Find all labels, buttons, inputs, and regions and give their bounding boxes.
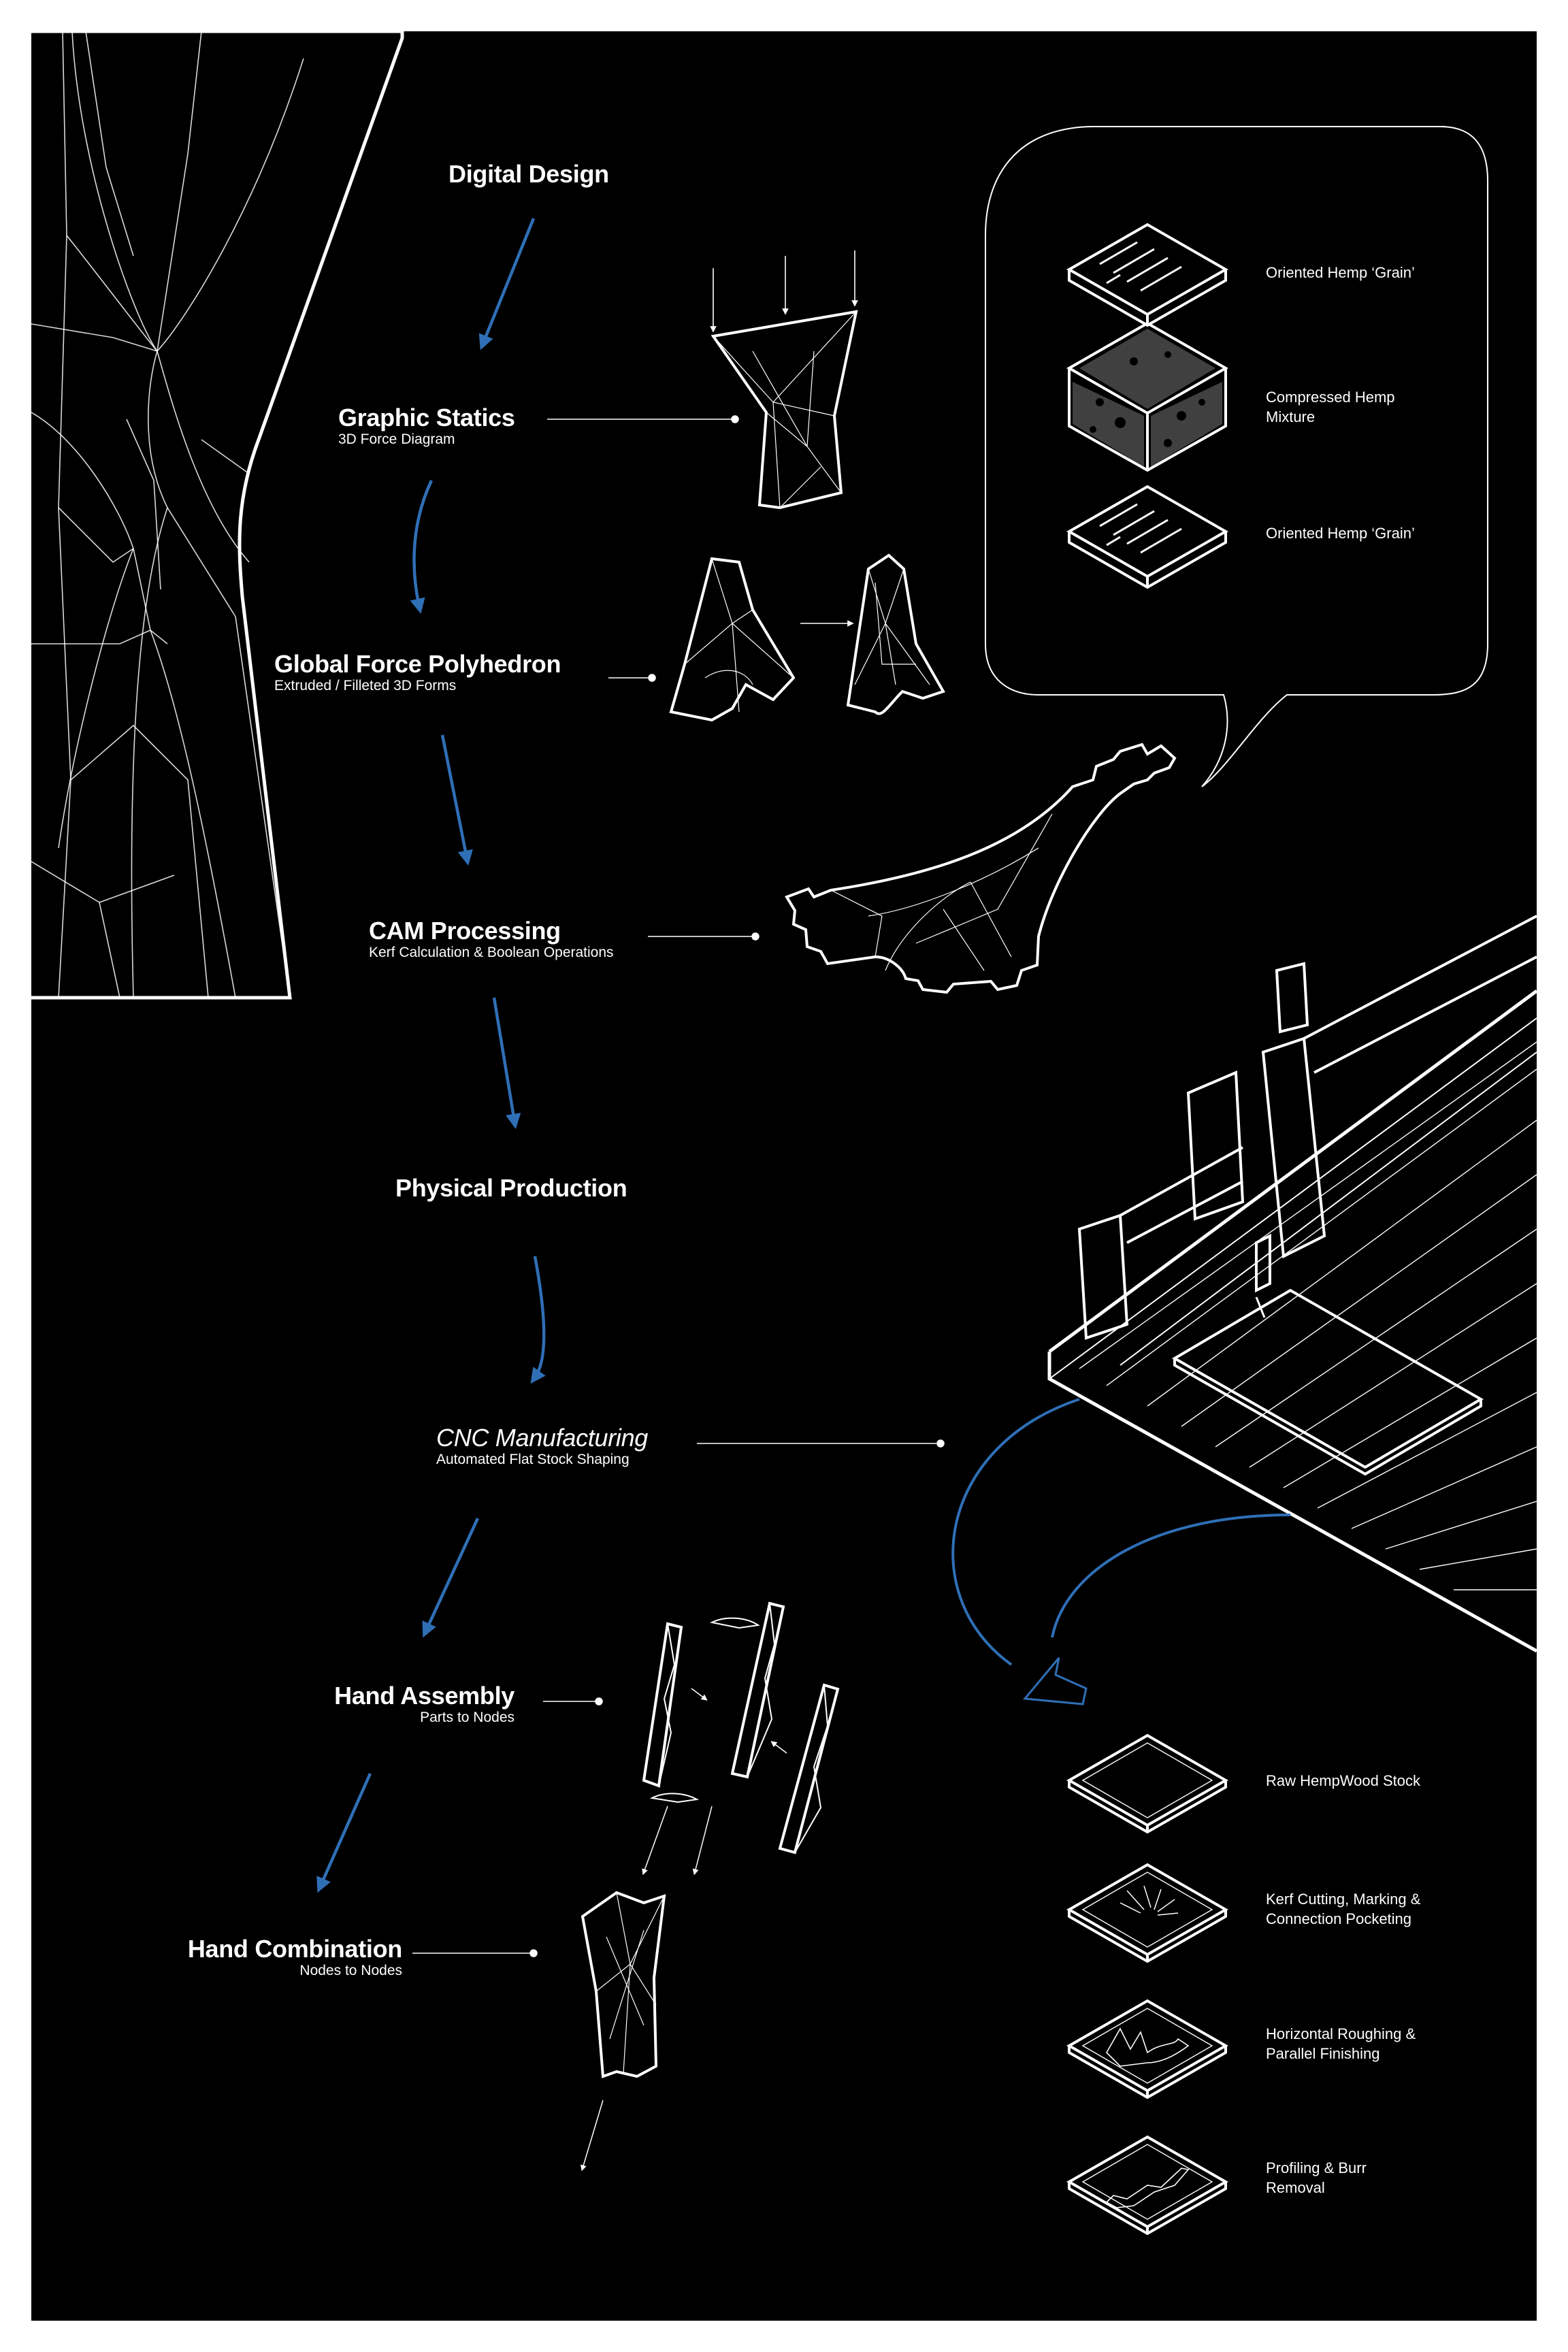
diagram-artwork (31, 31, 1537, 2236)
stage-title: Physical Production (395, 1174, 627, 1202)
stage-title: Global Force Polyhedron (274, 650, 561, 678)
material-layer-label: Compressed Hemp Mixture (1266, 389, 1395, 425)
stage-subtitle: Nodes to Nodes (299, 1963, 402, 1978)
stage-title: Digital Design (448, 160, 609, 188)
stage-subtitle: 3D Force Diagram (338, 431, 455, 447)
stage-hand-combination: Hand Combination Nodes to Nodes (188, 1936, 402, 1979)
cnc-machine-drawing (1047, 915, 1537, 1653)
stage-title: CNC Manufacturing (436, 1424, 649, 1452)
stage-title: Hand Combination (187, 1935, 402, 1963)
cnc-output-arrows (951, 1398, 1291, 1705)
stage-cnc-manufacturing: CNC Manufacturing Automated Flat Stock S… (436, 1424, 648, 1468)
stage-cam-processing: CAM Processing Kerf Calculation & Boolea… (369, 917, 614, 961)
cam-processing-part-drawing (785, 742, 1177, 994)
stage-subtitle: Kerf Calculation & Boolean Operations (369, 945, 614, 960)
material-callout-bubble (985, 126, 1488, 787)
stage-digital-design: Digital Design (448, 161, 609, 188)
stage-physical-production: Physical Production (395, 1175, 627, 1202)
hand-combination-node-drawing (581, 1891, 666, 2078)
cnc-step-label: Kerf Cutting, Marking & Connection Pocke… (1266, 1891, 1421, 1927)
diagram-board: Digital Design Graphic Statics 3D Force … (31, 31, 1537, 2321)
cnc-step-label: Raw HempWood Stock (1266, 1772, 1421, 1789)
material-layer-label: Oriented Hemp ‘Grain’ (1266, 264, 1415, 281)
stage-title: Graphic Statics (338, 404, 515, 431)
stage-global-force-polyhedron: Global Force Polyhedron Extruded / Fille… (274, 651, 561, 694)
stage-graphic-statics: Graphic Statics 3D Force Diagram (338, 404, 515, 448)
cnc-step-label: Profiling & Burr Removal (1266, 2159, 1367, 2196)
cnc-steps-drawing (1066, 1733, 1229, 2236)
graphic-statics-node-drawing (710, 250, 858, 510)
stage-title: Hand Assembly (334, 1682, 514, 1710)
flow-arrows (316, 218, 546, 1893)
leader-lines (412, 415, 945, 1957)
stage-hand-assembly: Hand Assembly Parts to Nodes (334, 1682, 514, 1726)
material-layer-label: Oriented Hemp ‘Grain’ (1266, 525, 1415, 542)
stage-subtitle: Parts to Nodes (420, 1710, 514, 1725)
cnc-step-label: Horizontal Roughing & Parallel Finishing (1266, 2025, 1416, 2062)
force-polyhedron-drawing (669, 553, 945, 722)
stage-title: CAM Processing (369, 917, 561, 945)
material-layers-drawing (1066, 223, 1229, 589)
stage-subtitle: Automated Flat Stock Shaping (436, 1452, 630, 1467)
structure-elevation-drawing (31, 31, 404, 1000)
stage-subtitle: Extruded / Filleted 3D Forms (274, 678, 457, 693)
hand-assembly-parts-drawing (580, 1601, 840, 2172)
